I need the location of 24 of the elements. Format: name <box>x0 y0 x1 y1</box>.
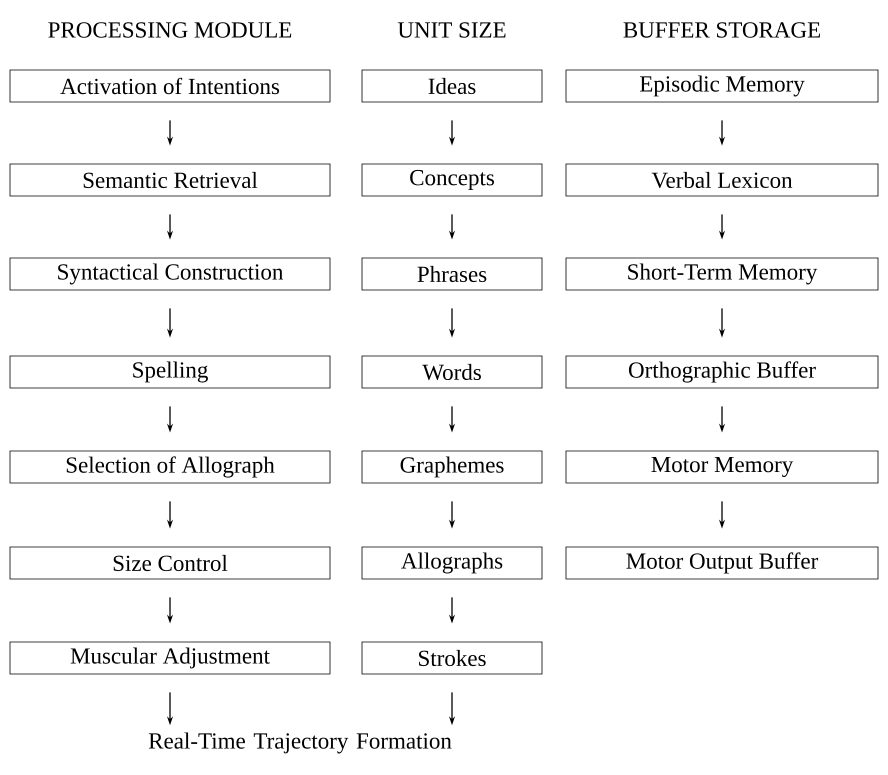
process-box: Size Control <box>10 546 330 580</box>
process-box: Allographs <box>362 546 542 580</box>
process-box: Graphemes <box>362 450 542 484</box>
output-text: Real-Time Trajectory Formation <box>148 732 452 754</box>
process-box: Episodic Memory <box>566 70 878 102</box>
process-box: Ideas <box>362 70 542 102</box>
process-box: Short-Term Memory <box>566 258 878 290</box>
process-box: Orthographic Buffer <box>566 356 878 388</box>
process-box: Strokes <box>362 642 542 674</box>
column-heading: PROCESSING MODULE <box>48 22 292 38</box>
process-box: Verbal Lexicon <box>566 164 878 196</box>
process-box: Spelling <box>10 356 330 388</box>
process-box: Muscular Adjustment <box>10 642 330 674</box>
process-box: Semantic Retrieval <box>10 164 330 196</box>
process-box: Motor Output Buffer <box>566 546 878 580</box>
process-box: Selection of Allograph <box>10 450 330 484</box>
column-heading: BUFFER STORAGE <box>624 22 820 38</box>
process-box: Syntactical Construction <box>10 258 330 290</box>
process-box: Concepts <box>362 164 542 196</box>
process-box: Motor Memory <box>566 450 878 484</box>
column-heading: UNIT SIZE <box>398 22 506 38</box>
process-box: Words <box>362 356 542 388</box>
process-box: Activation of Intentions <box>10 70 330 102</box>
process-box: Phrases <box>362 258 542 290</box>
